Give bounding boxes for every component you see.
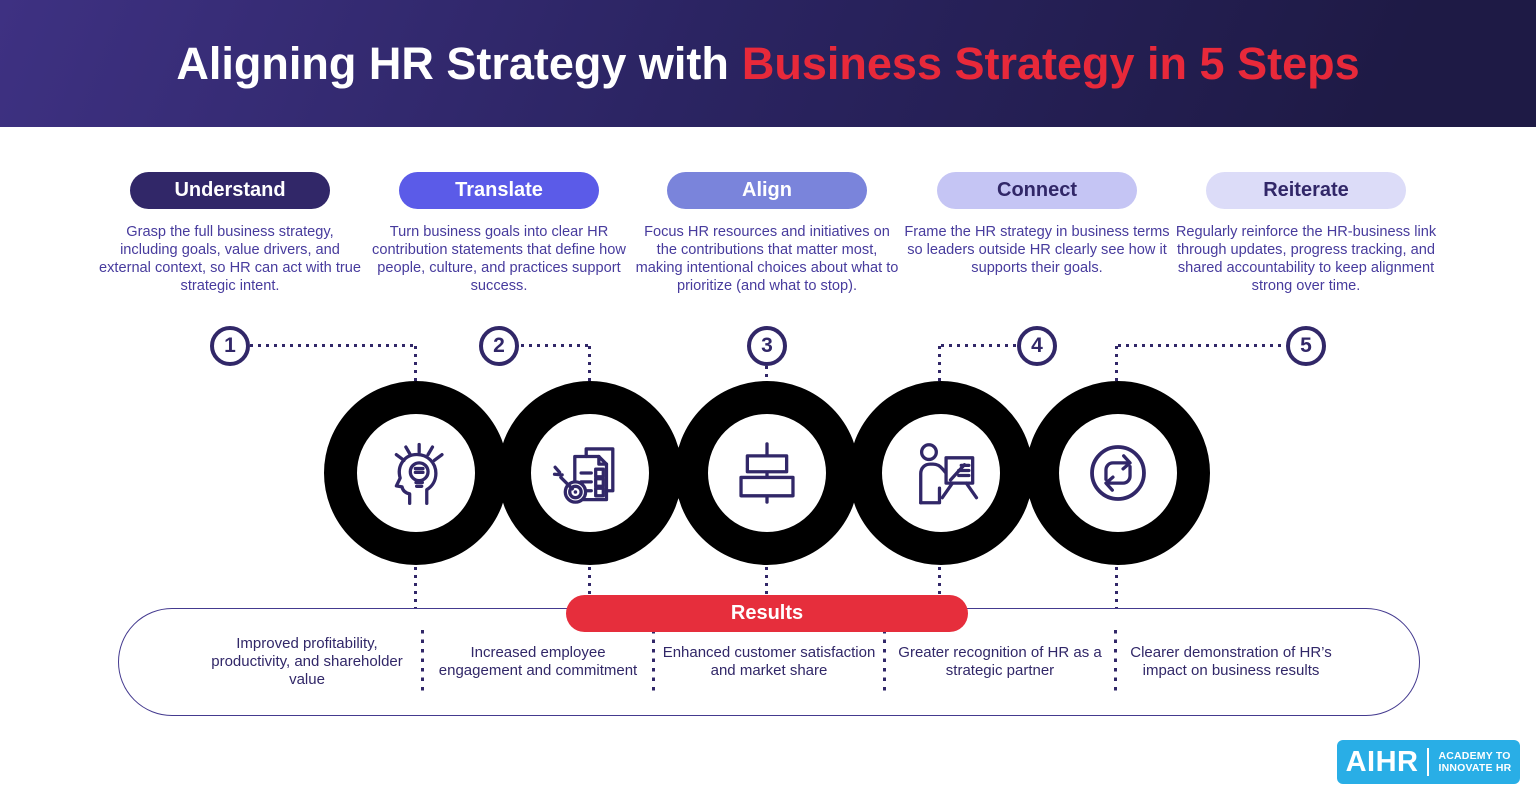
dotted-connector: [250, 344, 416, 347]
step-description: Turn business goals into clear HR contri…: [372, 224, 626, 294]
dotted-divider: [652, 630, 655, 694]
dotted-divider: [1114, 630, 1117, 694]
results-pill: Results: [566, 595, 968, 632]
dotted-connector: [1115, 567, 1118, 608]
aihr-logo-tagline: ACADEMY TO INNOVATE HR: [1438, 750, 1512, 774]
step-number-circle-3: 3: [747, 326, 787, 366]
dotted-connector: [765, 366, 768, 382]
step-number-circle-2: 2: [479, 326, 519, 366]
aihr-logo: AIHR ACADEMY TO INNOVATE HR: [1337, 740, 1520, 784]
dotted-connector: [1118, 344, 1286, 347]
step-number-circle-1: 1: [210, 326, 250, 366]
result-item: Greater recognition of HR as a strategic…: [898, 644, 1102, 679]
step-donut-understand: [324, 381, 508, 565]
step-column-translate: Translate Turn business goals into clear…: [365, 172, 633, 295]
dotted-connector: [588, 567, 591, 595]
dotted-connector: [1115, 346, 1118, 382]
dotted-divider: [421, 630, 424, 694]
header-banner: Aligning HR Strategy with Business Strat…: [0, 0, 1536, 127]
dotted-divider: [883, 630, 886, 694]
aihr-logo-text: AIHR: [1345, 745, 1419, 778]
page-title: Aligning HR Strategy with Business Strat…: [176, 38, 1359, 90]
title-part-white: Aligning HR Strategy with: [176, 37, 729, 89]
presenter-board-icon: [919, 443, 979, 505]
step-description: Regularly reinforce the HR-business link…: [1175, 224, 1437, 294]
step-pill-align: Align: [667, 172, 867, 209]
repeat-loop-icon: [1090, 445, 1146, 501]
step-donut-reiterate: [1026, 381, 1210, 565]
title-part-red: Business Strategy in 5 Steps: [741, 37, 1360, 89]
align-boxes-icon: [739, 442, 795, 504]
dotted-connector: [588, 346, 591, 382]
step-pill-understand: Understand: [130, 172, 330, 209]
step-donut-connect: [849, 381, 1033, 565]
step-column-understand: Understand Grasp the full business strat…: [96, 172, 364, 295]
result-item: Increased employee engagement and commit…: [438, 644, 638, 679]
dotted-connector: [941, 344, 1017, 347]
step-description: Grasp the full business strategy, includ…: [99, 224, 361, 294]
step-donut-align: [675, 381, 859, 565]
document-target-icon: [552, 447, 615, 504]
step-description: Focus HR resources and initiatives on th…: [635, 224, 899, 294]
dotted-connector: [938, 567, 941, 595]
step-number-circle-5: 5: [1286, 326, 1326, 366]
dotted-connector: [414, 567, 417, 608]
step-pill-reiterate: Reiterate: [1206, 172, 1406, 209]
step-column-align: Align Focus HR resources and initiatives…: [633, 172, 901, 295]
step-description: Frame the HR strategy in business terms …: [904, 224, 1170, 276]
logo-divider: [1427, 748, 1430, 776]
dotted-connector: [414, 346, 417, 382]
step-column-connect: Connect Frame the HR strategy in busines…: [903, 172, 1171, 277]
head-lightbulb-icon: [394, 442, 444, 506]
dotted-connector: [765, 567, 768, 595]
step-pill-connect: Connect: [937, 172, 1137, 209]
result-item: Clearer demonstration of HR’s impact on …: [1130, 644, 1332, 679]
dotted-connector: [938, 346, 941, 382]
result-item: Improved profitability, productivity, an…: [211, 635, 403, 688]
step-column-reiterate: Reiterate Regularly reinforce the HR-bus…: [1172, 172, 1440, 295]
dotted-connector: [521, 344, 590, 347]
step-number-circle-4: 4: [1017, 326, 1057, 366]
result-item: Enhanced customer satisfaction and marke…: [662, 644, 876, 679]
step-pill-translate: Translate: [399, 172, 599, 209]
step-donut-translate: [498, 381, 682, 565]
